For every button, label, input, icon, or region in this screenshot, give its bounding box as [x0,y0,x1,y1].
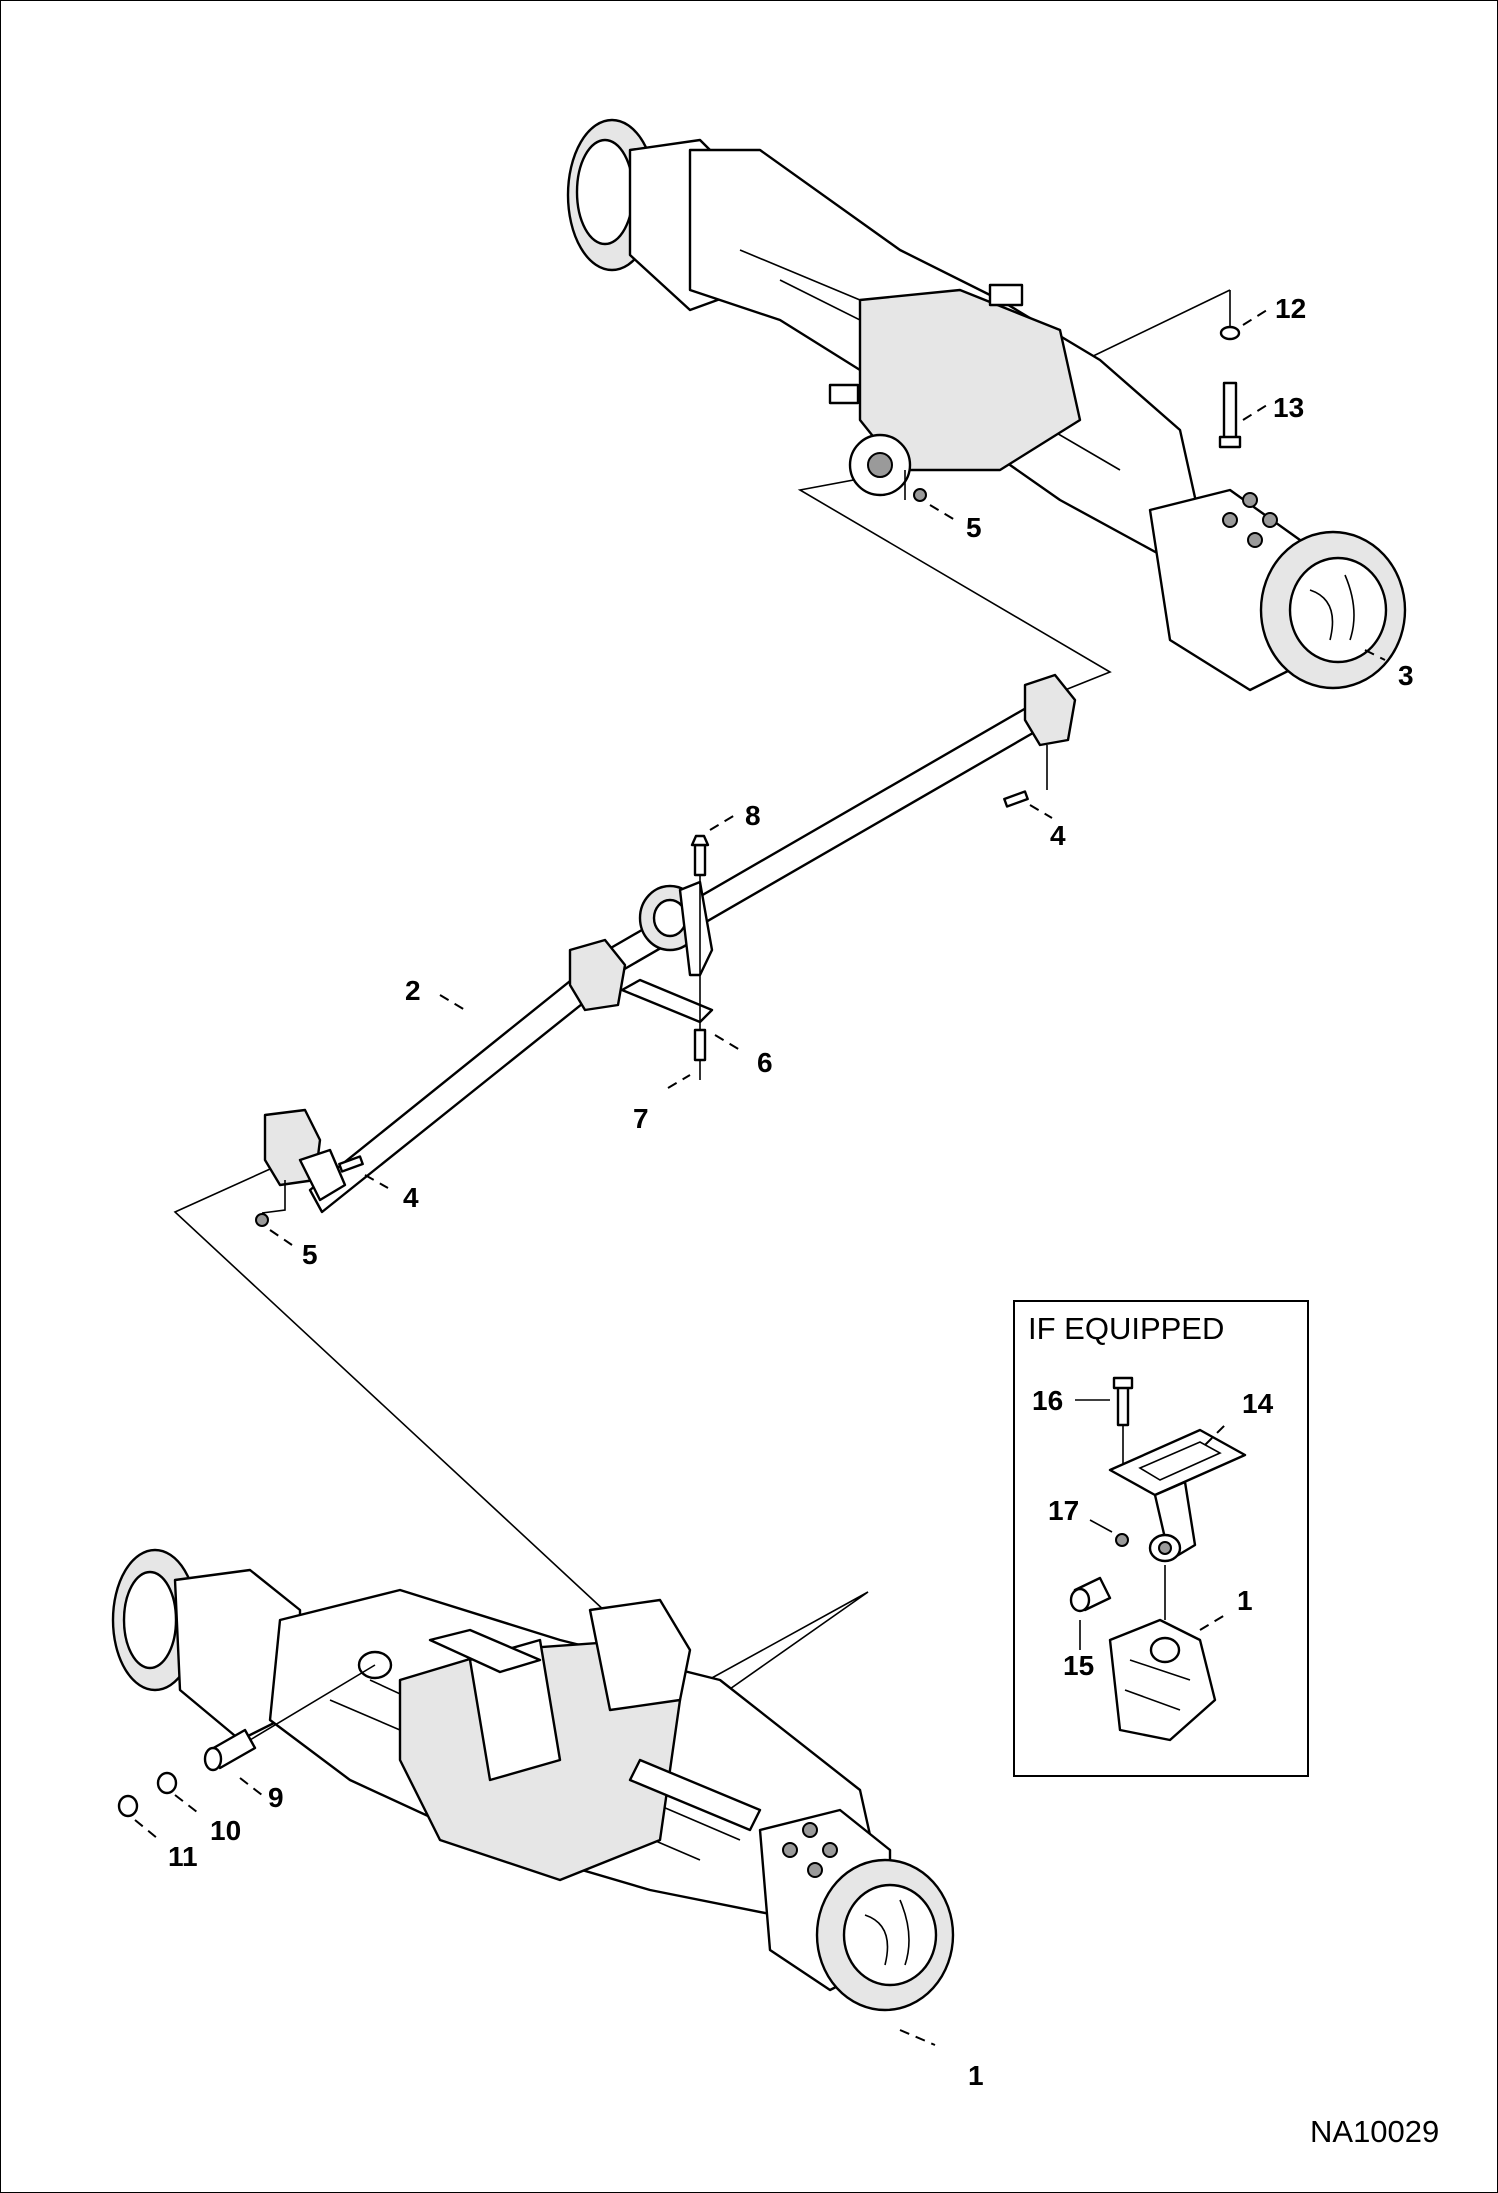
washer-12 [1219,325,1241,341]
bolt-7 [693,1028,707,1062]
callout-6: 6 [757,1047,773,1078]
rear-axle-assembly [111,1548,955,2012]
leader-lines [134,309,1386,2046]
callout-5-front: 5 [966,512,982,543]
callout-10: 10 [210,1815,241,1846]
callout-9: 9 [268,1782,284,1813]
inset-title: IF EQUIPPED [1028,1311,1224,1346]
bolt-4-front [1003,790,1029,808]
callout-17: 17 [1048,1495,1079,1526]
callout-4-front: 4 [1050,820,1066,851]
callout-5-rear: 5 [302,1239,318,1270]
callout-16: 16 [1032,1385,1063,1416]
callout-3: 3 [1398,660,1414,691]
nut-5-front [913,488,927,502]
callout-4-rear: 4 [403,1182,419,1213]
callout-1-inset: 1 [1237,1585,1253,1616]
driveshaft-assembly [263,673,1077,1214]
ring-10 [156,1771,178,1795]
figure-code: NA10029 [1310,2114,1439,2149]
nut-5-rear [255,1213,269,1227]
bolt-4-rear [338,1155,364,1173]
callout-1: 1 [968,2060,984,2091]
callout-2: 2 [405,975,421,1006]
small-parts [117,325,1242,1818]
bolt-8 [693,843,707,877]
callout-8: 8 [745,800,761,831]
ring-11 [117,1794,139,1818]
callout-11: 11 [168,1841,198,1872]
callout-7: 7 [633,1103,649,1134]
front-axle-assembly [566,118,1407,692]
callout-15: 15 [1063,1650,1094,1681]
callout-14: 14 [1242,1388,1274,1419]
callout-labels: 12 13 5 3 4 8 2 6 7 4 5 9 10 11 1 16 14 … [168,293,1414,2091]
if-equipped-inset [1013,1300,1309,1777]
callout-13: 13 [1273,392,1304,423]
callout-12: 12 [1275,293,1306,324]
bolt-13 [1222,381,1238,443]
